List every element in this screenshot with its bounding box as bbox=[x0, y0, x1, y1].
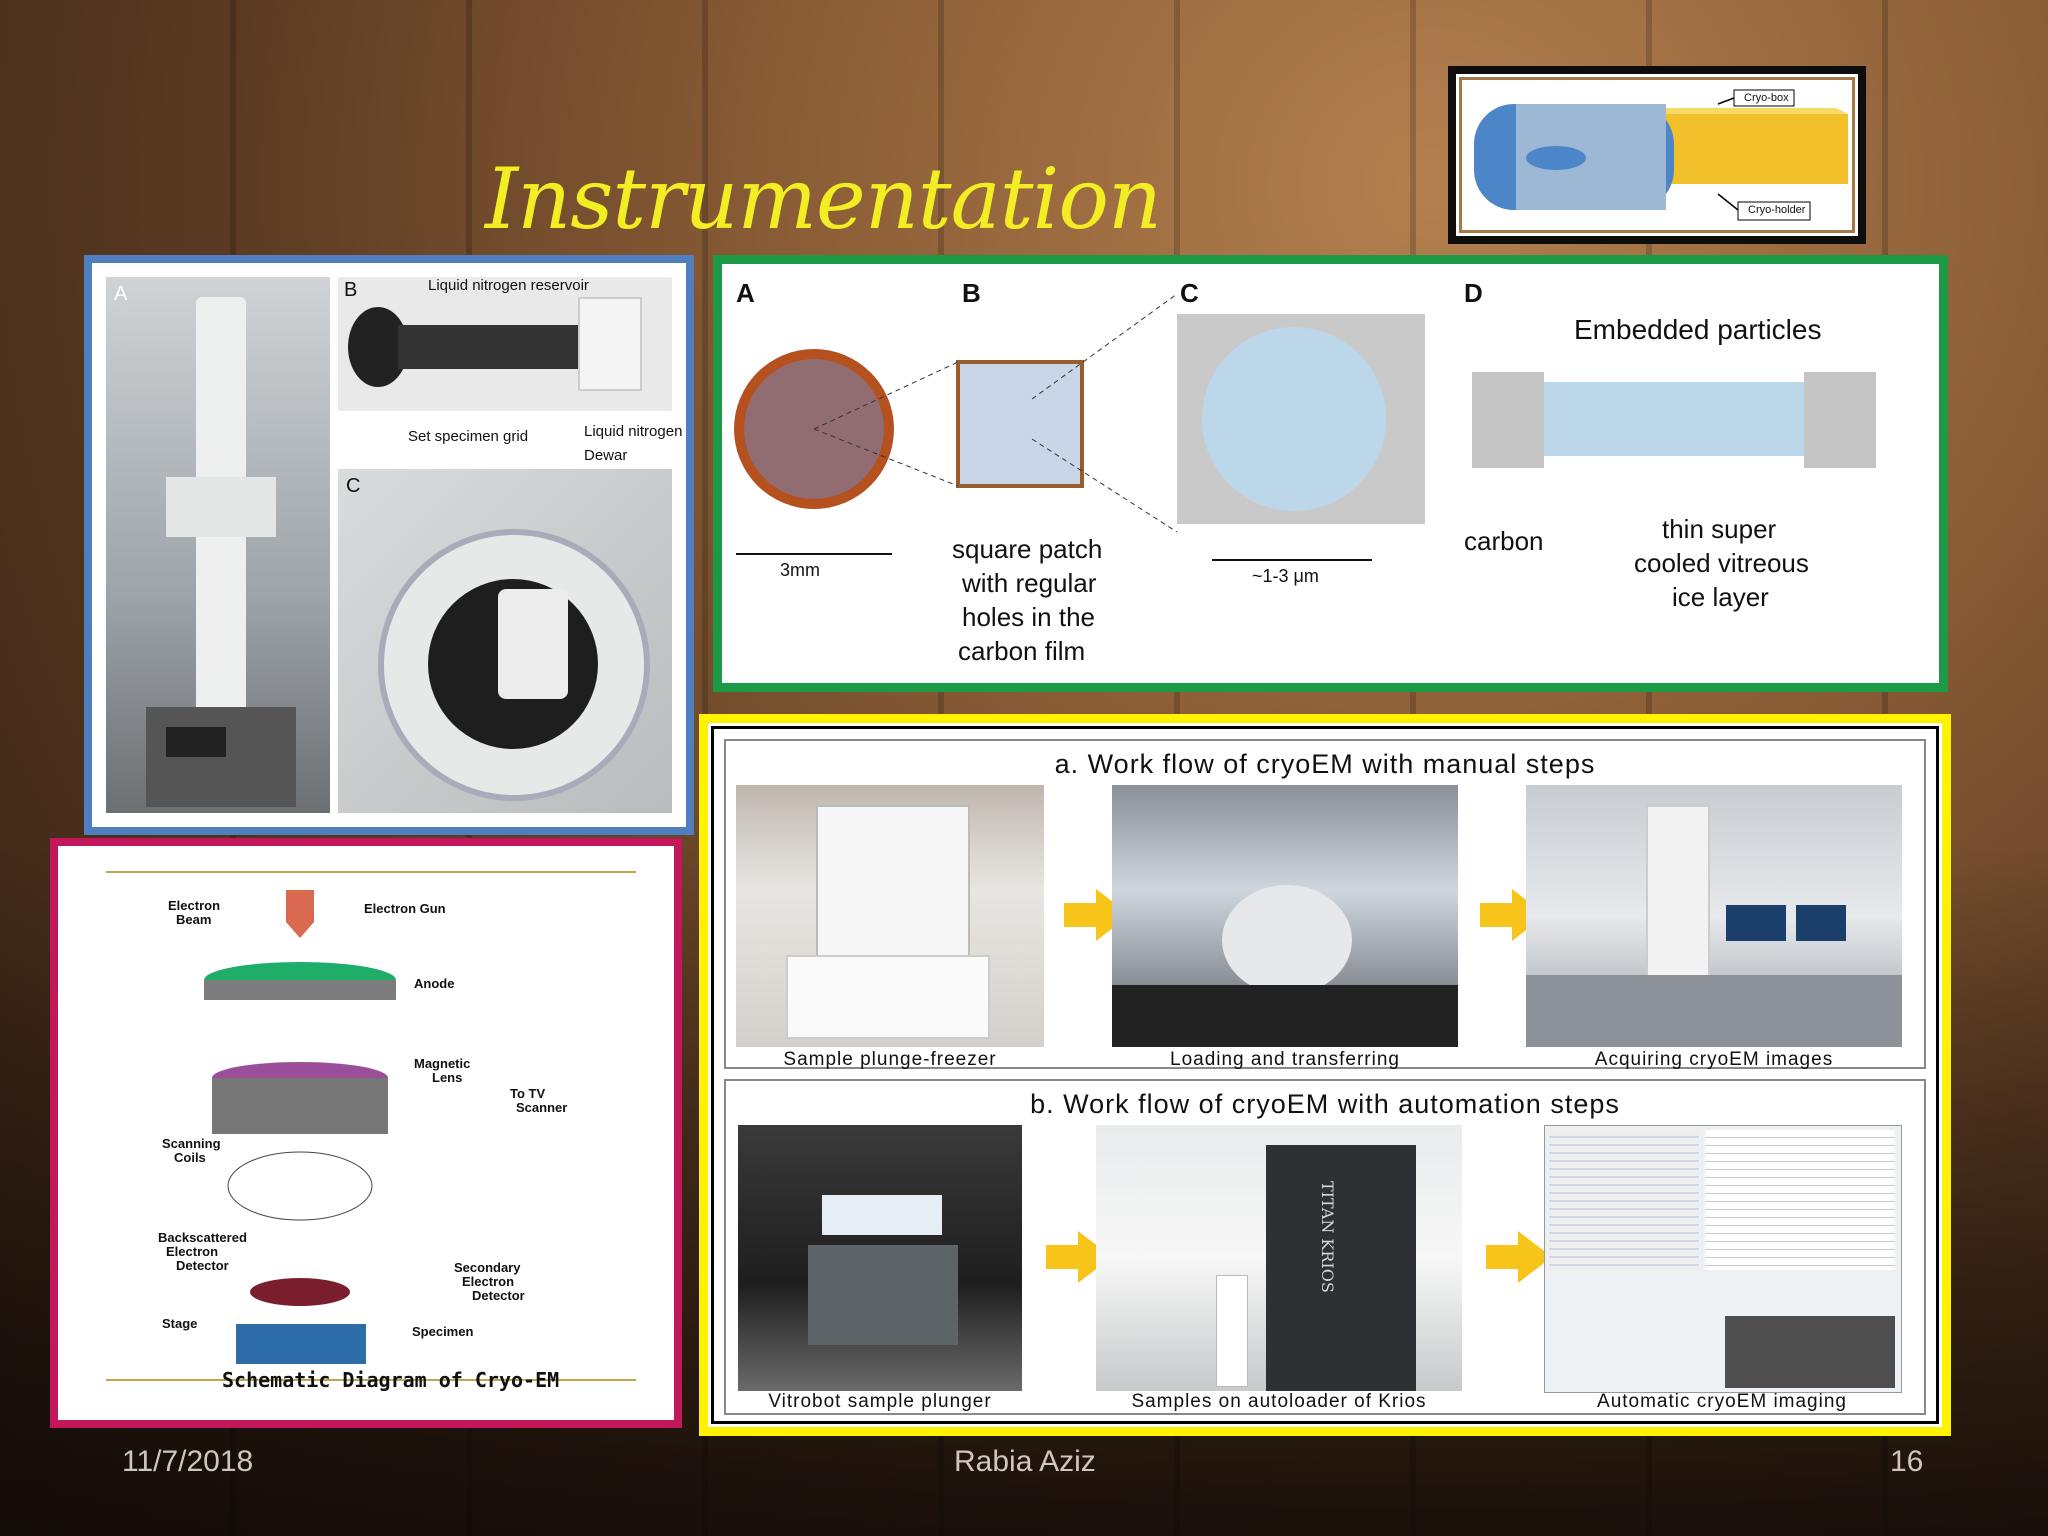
auto-step-1: Vitrobot sample plunger bbox=[768, 1391, 992, 1412]
ice-label-2: cooled vitreous bbox=[1634, 548, 1809, 578]
manual-step-2: Loading and transferring bbox=[1170, 1049, 1400, 1070]
secondary-detector-label-1: Secondary bbox=[454, 1260, 521, 1275]
schematic-figure: Electron Beam Electron Gun Anode Magneti… bbox=[50, 838, 682, 1428]
grid-panel-d: D bbox=[1464, 278, 1483, 308]
schematic-caption: Schematic Diagram of Cryo-EM bbox=[222, 1368, 560, 1392]
grid-illustration bbox=[734, 293, 1876, 561]
grid-figure: A B C D Embedded particles 3mm square pa… bbox=[713, 255, 1948, 692]
auto-workflow-panel: b. Work flow of cryoEM with automation s… bbox=[724, 1079, 1926, 1415]
acquiring-images-photo bbox=[1526, 785, 1902, 1047]
microscope-photo-figure: A B Liquid nitrogen reservoir Set specim… bbox=[84, 255, 694, 835]
loading-transfer-photo bbox=[1112, 785, 1458, 1047]
embedded-particles-label: Embedded particles bbox=[1574, 314, 1822, 345]
cryo-box-label: Cryo-box bbox=[1744, 92, 1789, 104]
electron-beam-label-1: Electron bbox=[168, 898, 221, 913]
nitrogen-reservoir-photo bbox=[338, 277, 672, 411]
grid-panel-a: A bbox=[736, 278, 755, 308]
slide-title: Instrumentation bbox=[485, 150, 1162, 248]
krios-label: TITAN KRIOS bbox=[1318, 1181, 1337, 1293]
auto-step-3: Automatic cryoEM imaging bbox=[1597, 1391, 1847, 1412]
backscattered-label-2: Electron bbox=[166, 1244, 219, 1259]
cryo-holder-label: Cryo-holder bbox=[1748, 204, 1806, 216]
backscattered-label-3: Detector bbox=[176, 1258, 229, 1273]
auto-step-2: Samples on autoloader of Krios bbox=[1131, 1391, 1427, 1412]
secondary-detector-label-3: Detector bbox=[472, 1288, 525, 1303]
patch-label-2: with regular bbox=[962, 568, 1097, 598]
patch-label-3: holes in the bbox=[962, 602, 1095, 632]
scanning-coils-label-2: Coils bbox=[174, 1150, 206, 1165]
anode-label: Anode bbox=[414, 976, 455, 991]
microscope-column-photo bbox=[106, 277, 330, 813]
stage-label: Stage bbox=[162, 1316, 198, 1331]
cryo-holder-insertion-photo bbox=[338, 469, 672, 813]
cryo-holder-illustration bbox=[1466, 84, 1848, 226]
auto-workflow-title: b. Work flow of cryoEM with automation s… bbox=[1030, 1089, 1620, 1119]
automatic-imaging-screenshot bbox=[1544, 1125, 1902, 1393]
schematic-illustration bbox=[106, 871, 636, 1381]
manual-step-1: Sample plunge-freezer bbox=[783, 1049, 997, 1070]
scale-micron-label: ~1-3 μm bbox=[1252, 566, 1319, 586]
vitrobot-photo bbox=[738, 1125, 1022, 1391]
secondary-detector-label-2: Electron bbox=[462, 1274, 515, 1289]
manual-step-3: Acquiring cryoEM images bbox=[1594, 1049, 1834, 1070]
grid-panel-c: C bbox=[1180, 278, 1199, 308]
footer-author: Rabia Aziz bbox=[954, 1445, 1096, 1478]
footer-date: 11/7/2018 bbox=[122, 1445, 254, 1478]
to-tv-label-2: Scanner bbox=[516, 1100, 568, 1115]
electron-beam-label-2: Beam bbox=[176, 912, 212, 927]
grid-panel-b: B bbox=[962, 278, 981, 308]
microscope-panel-b: B bbox=[344, 279, 358, 301]
microscope-panel-a: A bbox=[114, 283, 128, 305]
plunge-freezer-photo bbox=[736, 785, 1044, 1047]
manual-workflow-panel: a. Work flow of cryoEM with manual steps… bbox=[724, 739, 1926, 1070]
ice-label-3: ice layer bbox=[1672, 582, 1769, 612]
workflow-figure: a. Work flow of cryoEM with manual steps… bbox=[699, 714, 1951, 1436]
manual-workflow-title: a. Work flow of cryoEM with manual steps bbox=[1054, 749, 1596, 779]
electron-gun-label: Electron Gun bbox=[364, 901, 446, 916]
cryo-holder-figure: Cryo-box Cryo-holder bbox=[1448, 66, 1866, 244]
dewar-label-2: Dewar bbox=[584, 447, 628, 464]
autoloader-krios-photo: TITAN KRIOS bbox=[1096, 1125, 1462, 1391]
ice-label-1: thin super bbox=[1662, 514, 1777, 544]
scale-3mm-label: 3mm bbox=[780, 560, 820, 580]
scanning-coils-label-1: Scanning bbox=[162, 1136, 221, 1151]
carbon-label: carbon bbox=[1464, 526, 1544, 556]
magnetic-lens-label-2: Lens bbox=[432, 1070, 463, 1085]
to-tv-label-1: To TV bbox=[510, 1086, 546, 1101]
microscope-panel-c: C bbox=[346, 475, 361, 497]
patch-label-4: carbon film bbox=[958, 636, 1086, 666]
magnetic-lens-label-1: Magnetic bbox=[414, 1056, 471, 1071]
reservoir-label: Liquid nitrogen reservoir bbox=[428, 277, 589, 294]
specimen-label: Specimen bbox=[412, 1324, 474, 1339]
dewar-label-1: Liquid nitrogen bbox=[584, 423, 683, 440]
footer-page-number: 16 bbox=[1890, 1445, 1924, 1478]
backscattered-label-1: Backscattered bbox=[158, 1230, 247, 1245]
specimen-grid-label: Set specimen grid bbox=[408, 428, 529, 445]
patch-label-1: square patch bbox=[952, 534, 1103, 564]
